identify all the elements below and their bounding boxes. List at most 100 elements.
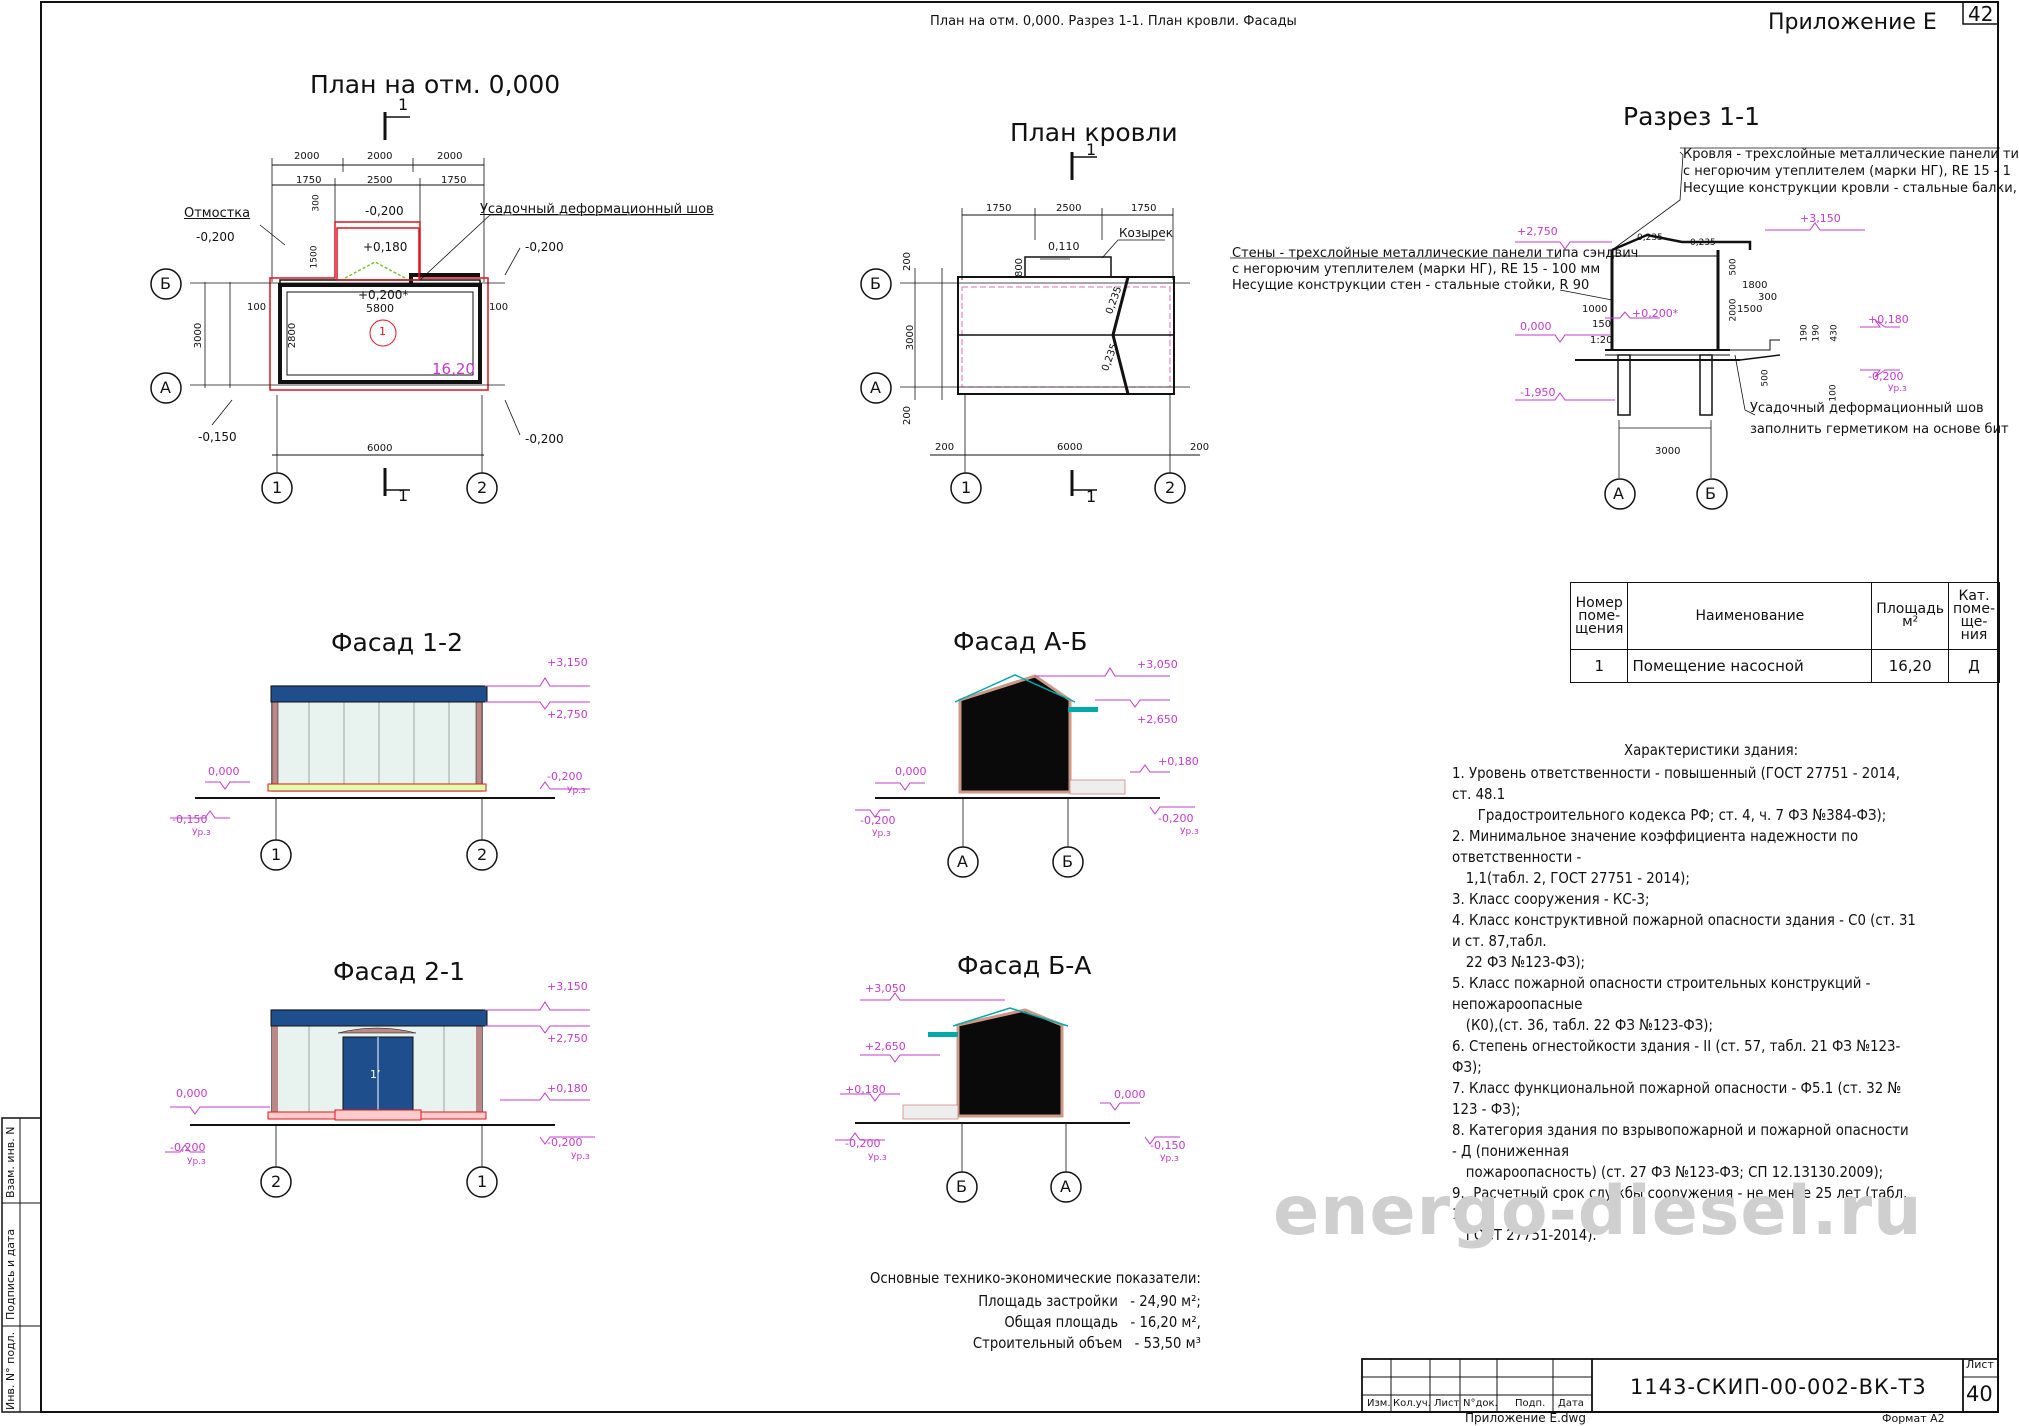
stamp-sheet-label: Лист (1966, 1358, 1994, 1371)
sec-lvl-2750: +2,750 (1517, 225, 1558, 238)
lvl-bottom-right: -0,200 (525, 432, 564, 446)
sec-lvl-sub: Ур.з (1888, 384, 1907, 394)
col-name: Наименование (1627, 582, 1873, 650)
fba-lvl-m0200: -0,200 (845, 1137, 881, 1150)
roof-axis-1: 1 (961, 478, 972, 497)
sec-dim-300: 300 (1758, 292, 1778, 303)
list-item: ГОСТ 27751-2014). (1465, 1226, 1597, 1244)
fab-axis-b: Б (1062, 852, 1073, 871)
roof-plan-title: План кровли (1010, 118, 1178, 147)
roof-lvl-0110: 0,110 (1048, 240, 1080, 253)
sheet-frame (40, 1, 1999, 1413)
list-item: 8. Категория здания по взрывопожарной и … (1452, 1121, 1909, 1160)
fab-sub-r: Ур.з (1180, 827, 1199, 837)
dim-1750-b: 1750 (441, 175, 467, 186)
f12-axis-2: 2 (477, 845, 488, 864)
col-number: Номер поме- щения (1569, 582, 1629, 650)
facade-12-title: Фасад 1-2 (331, 628, 463, 657)
f21-axis-1: 1 (477, 1172, 488, 1191)
list-item: Градостроительного кодекса РФ; ст. 4, ч.… (1477, 806, 1887, 824)
file-name: Приложение Е.dwg (1465, 1411, 1586, 1425)
f21-axis-2: 2 (271, 1172, 282, 1191)
fba-lvl-0180: +0,180 (845, 1083, 886, 1096)
f21-sub-r: Ур.з (571, 1152, 590, 1162)
col-category: Кат. поме- ще- ния (1948, 582, 2000, 650)
roof-dim-200-bottom: 200 (902, 405, 914, 426)
sec-dim-0235b: 0,235 (1690, 238, 1716, 248)
roof-axis-2: 2 (1165, 478, 1176, 497)
lvl-porch: +0,180 (363, 240, 408, 254)
fab-lvl-m0200-r: -0,200 (1158, 812, 1194, 825)
row-category: Д (1948, 649, 2000, 683)
list-item: 9. .Расчетный срок службы сооружения - н… (1452, 1184, 1908, 1223)
roof-dim-1750-a: 1750 (986, 203, 1012, 214)
f21-lvl-top: +3,150 (547, 980, 588, 993)
section-mark-bottom: 1 (398, 486, 409, 505)
tep-label: Общая площадь (1004, 1313, 1119, 1331)
fba-axis-b: Б (956, 1177, 967, 1196)
roof-dim-200-left: 200 (935, 442, 955, 453)
side-stamp (1, 1117, 42, 1413)
floor-plan (150, 112, 670, 504)
list-item: 5. Класс пожарной опасности строительных… (1452, 974, 1871, 1013)
dim-100-right: 100 (489, 302, 509, 313)
dim-300: 300 (311, 194, 322, 212)
dim-6000: 6000 (367, 443, 393, 454)
tep-row: Общая площадь- 16,20 м², (870, 1312, 1200, 1333)
top-sheet-box (1962, 1, 1999, 25)
sec-dim-3000: 3000 (1655, 446, 1681, 457)
row-area: 16,20 (1871, 649, 1950, 683)
f12-lvl-0: 0,000 (208, 765, 240, 778)
dim-2000-b: 2000 (367, 151, 393, 162)
section-note-roof: Кровля - трехслойные металлические панел… (1683, 147, 2019, 196)
stamp-col-izm: Изм. (1367, 1398, 1391, 1409)
list-item: пожароопасность) (ст. 27 ФЗ №123-ФЗ; СП … (1465, 1163, 1884, 1181)
dim-100-left: 100 (247, 302, 267, 313)
f12-sub-r: Ур.з (567, 786, 586, 796)
sec-dim-190a: 190 (1799, 324, 1810, 342)
dim-2500: 2500 (367, 175, 393, 186)
f21-lvl-0180: +0,180 (547, 1082, 588, 1095)
table-row: 1 Помещение насосной 16,20 Д (1569, 649, 2000, 683)
section-title: Разрез 1-1 (1623, 102, 1761, 131)
row-name: Помещение насосной (1627, 649, 1873, 683)
fba-lvl-eave: +2,650 (865, 1040, 906, 1053)
fab-lvl-0180: +0,180 (1158, 755, 1199, 768)
roof-dim-200-top: 200 (902, 251, 914, 272)
fba-lvl-m0150: -0,150 (1150, 1139, 1186, 1152)
roof-dim-2500: 2500 (1056, 203, 1082, 214)
tech-economic-indicators: Основные технико-экономические показател… (870, 1268, 1201, 1354)
sec-dim-500b: 500 (1760, 369, 1771, 387)
f12-axis-1: 1 (271, 845, 282, 864)
fab-axis-a: А (957, 852, 968, 871)
f12-lvl-m0150: -0,150 (172, 813, 208, 826)
lvl-left: -0,200 (196, 230, 235, 244)
roof-label-kozyrek: Козырек (1119, 226, 1173, 240)
row-number: 1 (1569, 649, 1629, 683)
section-note-walls: Стены - трехслойные металлические панели… (1232, 246, 1639, 293)
sec-dim-1000: 1000 (1582, 304, 1608, 315)
col-area: Площадь м² (1871, 582, 1950, 650)
roof-dim-200-right: 200 (1190, 442, 1210, 453)
sec-axis-a: А (1613, 484, 1624, 503)
stamp-col-podp: Подп. (1515, 1398, 1546, 1409)
document-code: 1143-СКИП-00-002-ВК-Т3 (1630, 1375, 1927, 1399)
roof-dim-6000: 6000 (1057, 442, 1083, 453)
fab-lvl-top: +3,050 (1137, 658, 1178, 671)
tep-row: Площадь застройки- 24,90 м²; (870, 1291, 1201, 1312)
title-block (1361, 1358, 1999, 1413)
list-item: 6. Степень огнестойкости здания - II (ст… (1452, 1037, 1901, 1076)
dim-2800: 2800 (287, 322, 299, 349)
stamp-sheet-number: 40 (1966, 1382, 1993, 1406)
list-item: 2. Минимальное значение коэффициента над… (1452, 827, 1859, 866)
tep-row: Строительный объем- 53,50 м³ (870, 1333, 1201, 1354)
axis-2-plan: 2 (477, 478, 488, 497)
f12-lvl-eave: +2,750 (547, 708, 588, 721)
f21-lvl-0: 0,000 (176, 1087, 208, 1100)
roof-axis-a: А (870, 378, 881, 397)
f12-lvl-m0200: -0,200 (547, 770, 583, 783)
sec-lvl-0200: +0,200* (1632, 307, 1679, 320)
sec-dim-190b: 190 (1811, 324, 1822, 342)
